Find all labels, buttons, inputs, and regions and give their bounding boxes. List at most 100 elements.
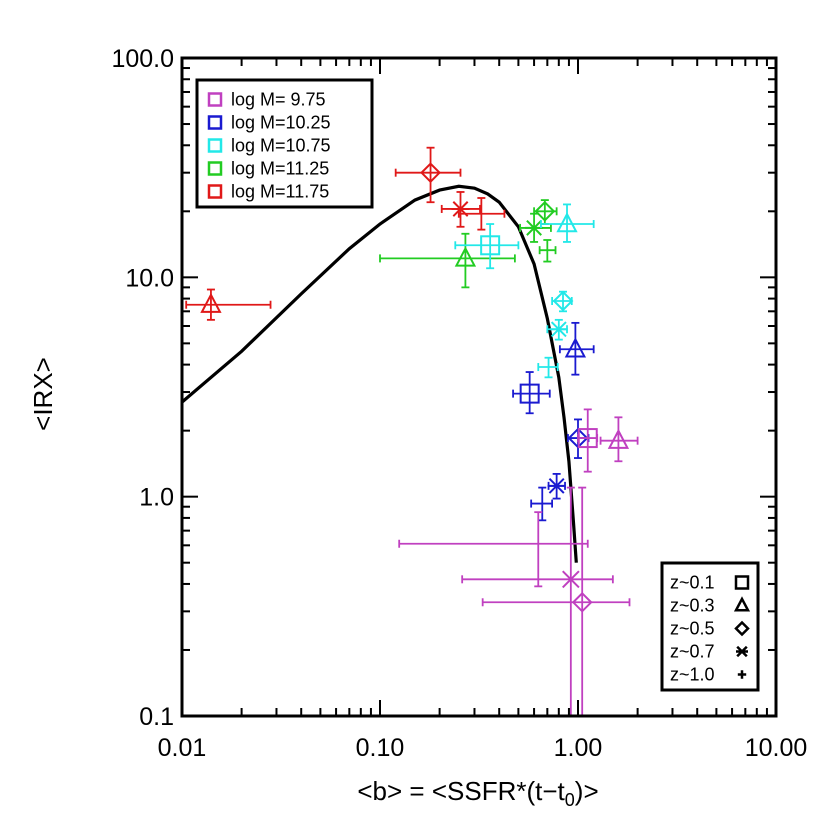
marker-cross	[562, 570, 580, 589]
y-axis-label: <IRX>	[28, 357, 58, 431]
marker-asterisk-shape	[547, 477, 566, 494]
data-point	[440, 191, 481, 228]
x-axis-label: <b> = <SSFR*(t−t0)>	[357, 776, 598, 810]
marker-triangle	[454, 246, 477, 267]
data-point	[519, 212, 552, 243]
model-curve	[180, 184, 578, 563]
redshift-legend: z~0.1 z~0.3 z~0.5 z~0.7 z~1.0	[660, 561, 760, 692]
marker-triangle	[556, 211, 578, 233]
mass-legend-label: log M=10.25	[231, 113, 331, 133]
marker-square-shape	[480, 235, 501, 256]
y-tick-label: 10.0	[125, 264, 174, 292]
x-tick-label: 0.01	[158, 734, 207, 762]
marker-square-shape	[519, 383, 540, 404]
x-tick-label: 10.00	[745, 734, 808, 762]
data-point	[547, 472, 566, 500]
marker-cross-shape	[562, 570, 580, 589]
x-tick-label: 1.00	[554, 734, 603, 762]
marker-triangle-shape	[200, 292, 222, 313]
marker-asterisk	[547, 477, 566, 494]
data-point	[379, 232, 516, 289]
redshift-legend-box	[660, 561, 760, 692]
redshift-legend-label: z~0.3	[670, 596, 715, 616]
marker-diamond-shape	[734, 620, 750, 637]
marker-asterisk	[736, 645, 748, 658]
data-point	[577, 408, 599, 473]
axes-layer	[180, 56, 778, 718]
y-tick-label: 1.0	[139, 484, 174, 512]
marker-diamond	[420, 162, 441, 184]
mass-legend-swatch	[207, 115, 223, 130]
data-point	[551, 290, 574, 313]
mass-legend-swatch	[207, 184, 223, 199]
marker-asterisk-shape	[549, 321, 568, 338]
data-point	[454, 223, 520, 270]
data-point	[540, 203, 595, 243]
redshift-legend-label: z~0.7	[670, 642, 715, 662]
marker-triangle	[733, 596, 751, 612]
marker-triangle-shape	[733, 596, 751, 612]
x-axis-label-end: )>	[575, 776, 599, 806]
marker-asterisk	[549, 321, 568, 338]
x-axis-title: <b> = <SSFR*(t−t0)>	[357, 776, 598, 810]
mass-legend: log M= 9.75 log M=10.25 log M=10.75 log M=1…	[195, 78, 374, 209]
model-curve-layer	[180, 184, 578, 563]
marker-triangle	[607, 428, 630, 449]
redshift-legend-label: z~1.0	[670, 665, 715, 685]
plot-frame	[180, 56, 778, 718]
marker-diamond-shape	[552, 290, 574, 312]
data-point	[394, 146, 462, 204]
marker-plus	[737, 670, 747, 679]
x-axis-label-main: <b> = <SSFR*(t−t	[357, 776, 565, 806]
data-point	[398, 511, 589, 588]
data-point	[185, 288, 272, 321]
redshift-legend-label: z~0.5	[670, 619, 715, 639]
marker-diamond-shape	[420, 162, 441, 184]
data-point	[558, 321, 595, 376]
marker-square	[519, 383, 540, 404]
data-points-layer	[185, 146, 639, 716]
data-point	[481, 486, 631, 716]
marker-triangle	[564, 337, 587, 358]
mass-legend-label: log M= 9.75	[231, 90, 326, 110]
mass-legend-label: log M=11.25	[231, 159, 329, 179]
ticks-layer: 0.01 0.10 1.00 10.00 0.1 1.0 10.0 100.0	[111, 45, 807, 762]
marker-triangle-shape	[454, 246, 477, 267]
x-axis-label-subscript: 0	[565, 790, 575, 810]
data-point	[599, 416, 639, 463]
marker-diamond	[534, 200, 556, 222]
mass-legend-label: log M=11.75	[231, 182, 329, 202]
y-axis-title: <IRX>	[28, 357, 58, 431]
mass-legend-swatch	[207, 161, 223, 176]
mass-legend-swatch	[207, 138, 223, 153]
marker-triangle-shape	[564, 337, 587, 358]
marker-diamond-shape	[571, 591, 593, 613]
marker-square-shape	[734, 575, 750, 590]
data-point	[457, 197, 506, 231]
data-point	[538, 239, 557, 263]
marker-diamond	[734, 620, 750, 637]
marker-square	[480, 235, 501, 256]
mass-legend-box	[195, 78, 374, 209]
y-tick-label: 0.1	[139, 703, 174, 731]
marker-asterisk-shape	[736, 645, 748, 658]
data-point	[533, 199, 558, 225]
data-point	[537, 356, 559, 379]
y-tick-label: 100.0	[111, 45, 174, 73]
mass-legend-label: log M=10.75	[231, 136, 331, 156]
marker-triangle-shape	[556, 211, 578, 233]
marker-plus-shape	[737, 670, 747, 679]
data-point	[546, 318, 568, 341]
mass-legend-swatch	[207, 92, 223, 107]
marker-diamond	[552, 290, 574, 312]
marker-square-shape	[577, 428, 598, 449]
marker-diamond	[571, 591, 593, 613]
x-tick-label: 0.10	[356, 734, 405, 762]
marker-triangle-shape	[607, 428, 630, 449]
data-point	[512, 371, 551, 415]
marker-triangle	[200, 292, 222, 313]
data-point	[530, 486, 554, 522]
redshift-legend-label: z~0.1	[670, 573, 715, 593]
marker-square	[734, 575, 750, 590]
